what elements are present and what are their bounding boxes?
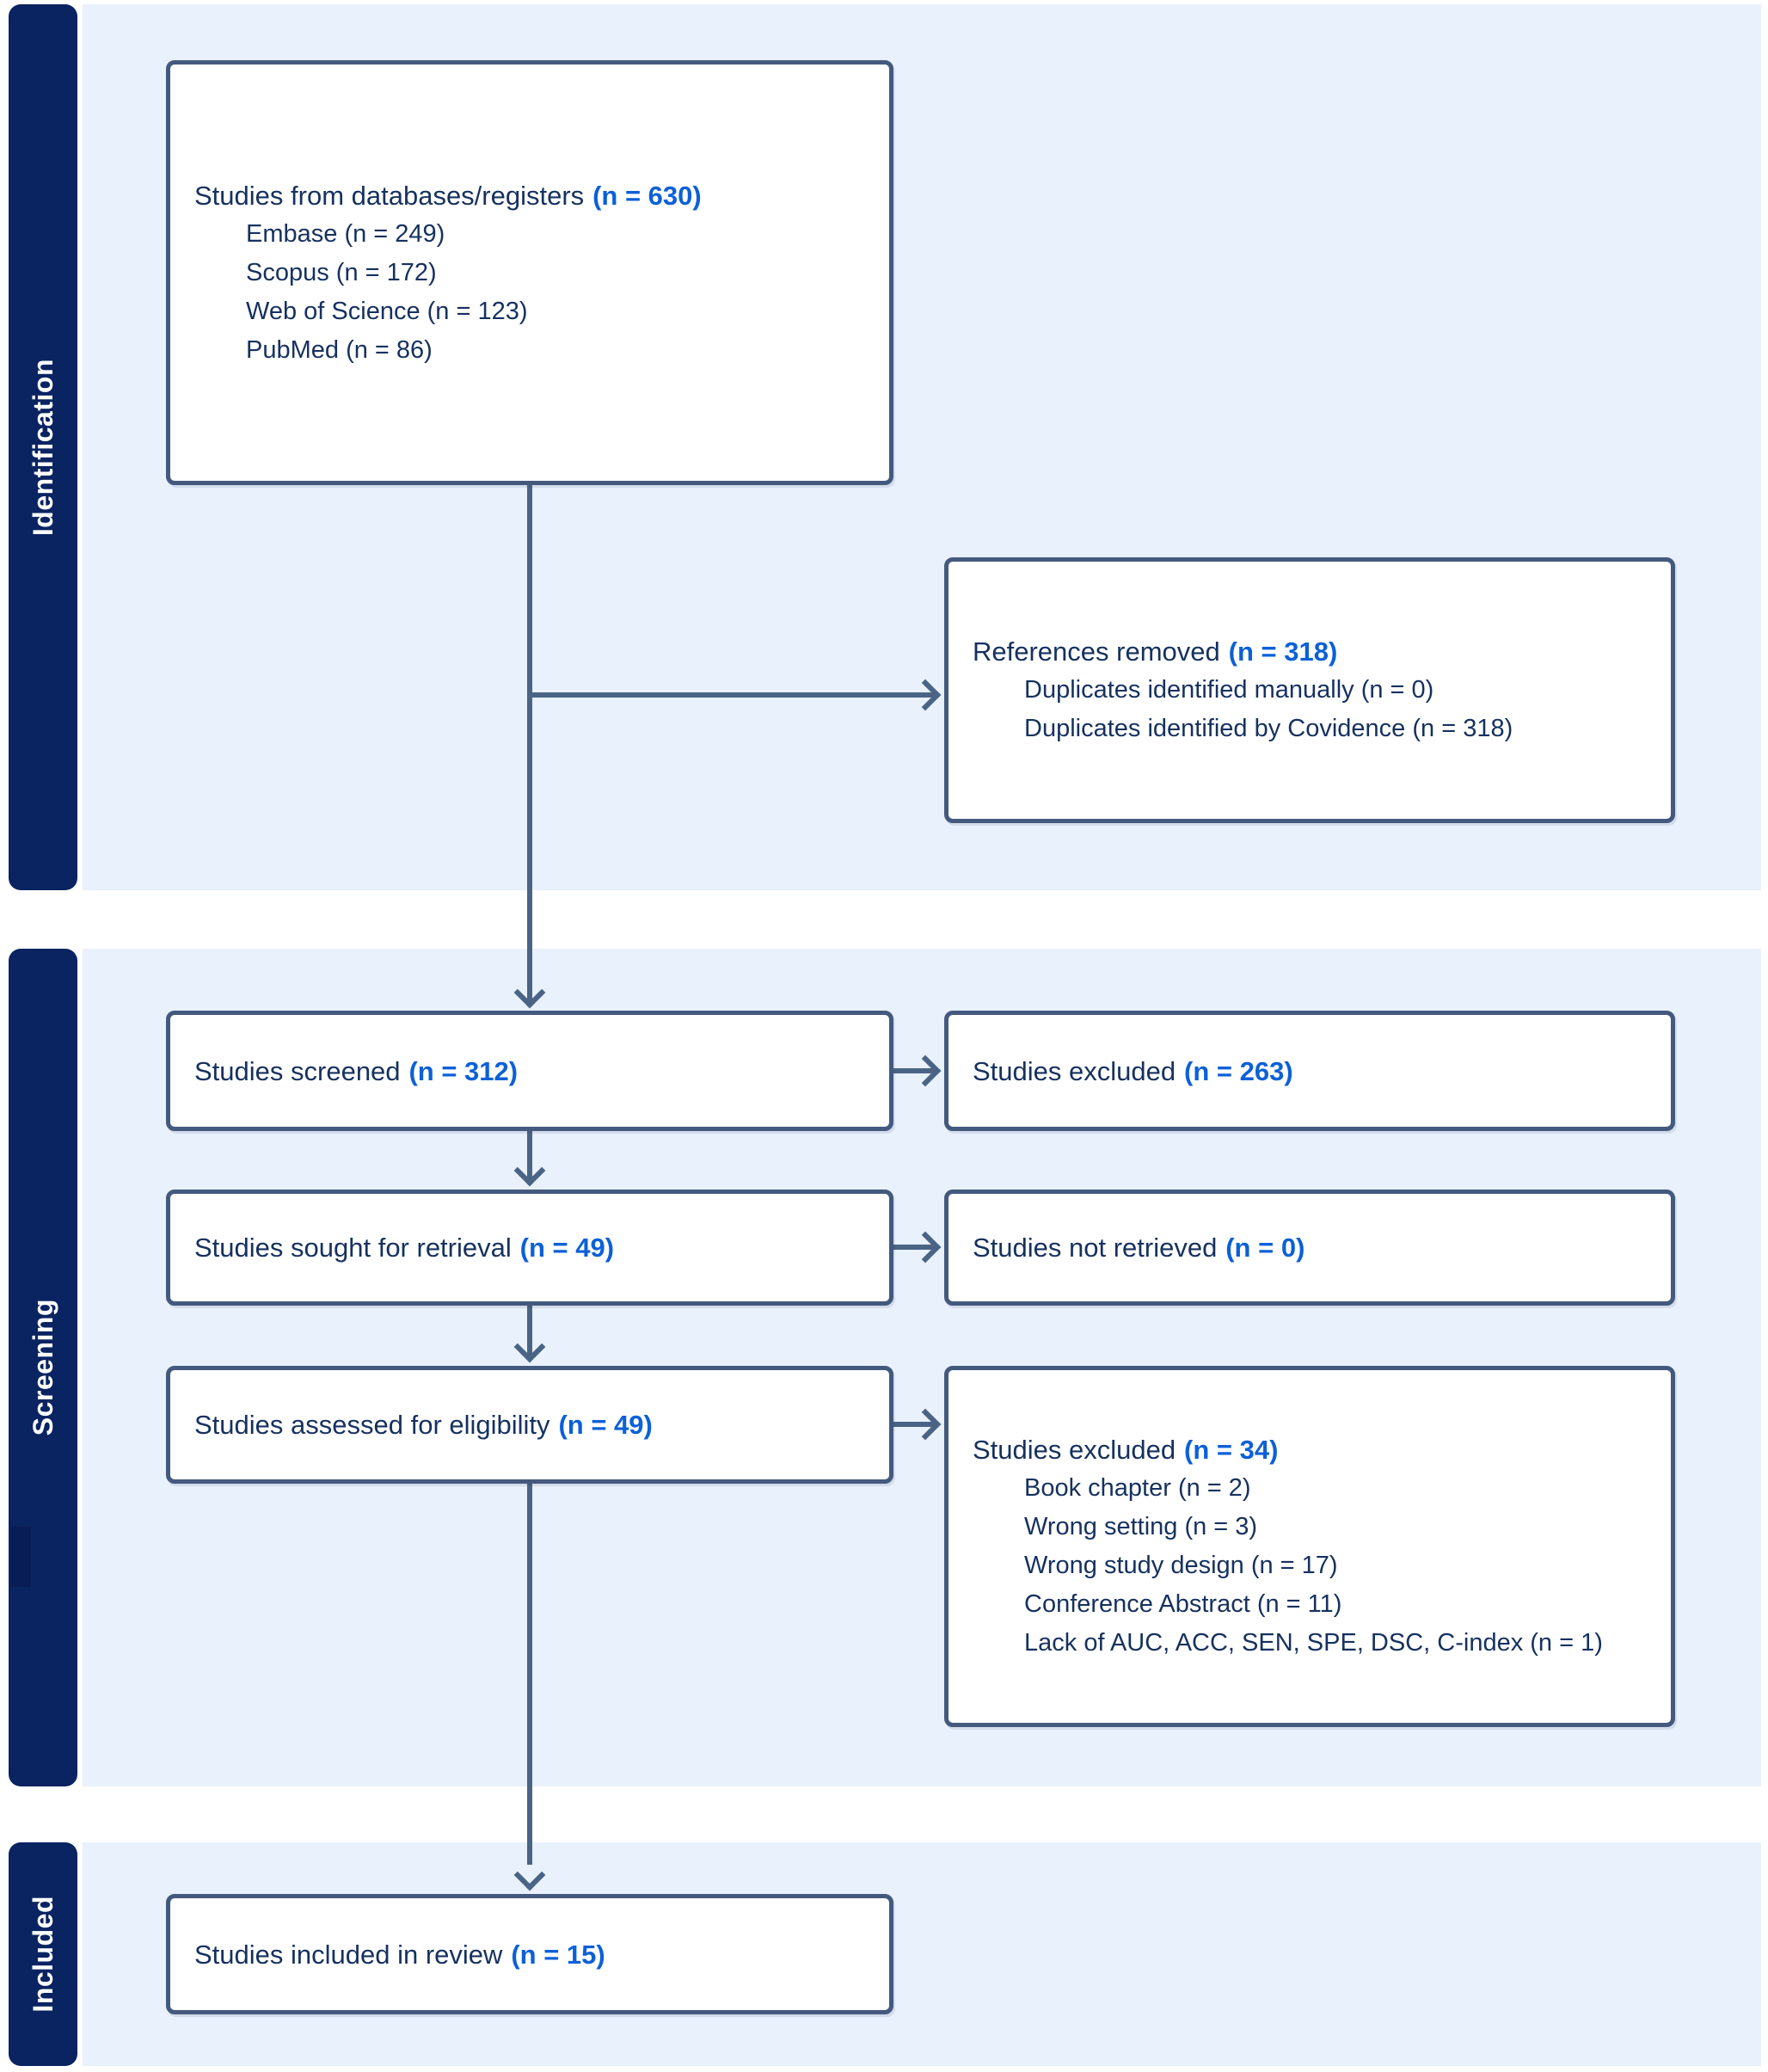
references-removed-box: References removed (n = 318) Duplicates i…	[944, 557, 1675, 823]
references-removed-item-manual: Duplicates identified manually (n = 0)	[1024, 676, 1434, 704]
references-removed-box-count: (n = 318)	[1228, 636, 1338, 667]
studies-not-retrieved-box: Studies not retrieved(n = 0)	[944, 1190, 1675, 1306]
studies-assessed-box: Studies assessed for eligibility (n = 49)	[166, 1366, 893, 1484]
included-stage-label: Included	[27, 1896, 58, 2013]
studies-not-retrieved-box-title: Studies not retrieved(n = 0)	[973, 1228, 1661, 1267]
studies-not-retrieved-box-count: (n = 0)	[1225, 1233, 1305, 1263]
studies-excluded-screening-box-title: Studies excluded (n = 263)	[973, 1052, 1661, 1091]
studies-sought-box: Studies sought for retrieval(n = 49)	[166, 1190, 893, 1306]
studies-included-box-label: Studies included in review	[194, 1939, 503, 1970]
databases-box-count: (n = 630)	[592, 180, 702, 211]
arrow-sought-to-assessed-line	[527, 1306, 532, 1356]
studies-assessed-box-title: Studies assessed for eligibility (n = 49)	[194, 1405, 879, 1444]
studies-sought-box-label: Studies sought for retrieval	[194, 1233, 512, 1263]
studies-excluded-eligibility-box-label: Studies excluded	[973, 1435, 1176, 1465]
studies-excluded-eligibility-box-count: (n = 34)	[1184, 1435, 1279, 1465]
arrow-assessed-to-included-line	[527, 1484, 532, 1865]
references-removed-box-title: References removed (n = 318)	[973, 632, 1661, 671]
studies-excluded-screening-box: Studies excluded (n = 263)	[944, 1011, 1675, 1131]
studies-included-box: Studies included in review (n = 15)	[166, 1894, 893, 2014]
screening-stage-bar: Screening	[9, 949, 77, 1786]
databases-box: Studies from databases/registers(n = 630…	[166, 60, 893, 485]
databases-item-scopus: Scopus (n = 172)	[246, 258, 437, 286]
screening-stage-label: Screening	[27, 1299, 58, 1436]
studies-sought-box-count: (n = 49)	[519, 1233, 615, 1263]
studies-excluded-eligibility-box: Studies excluded (n = 34) Book chapter (n…	[944, 1366, 1675, 1727]
excluded-item-lack-of-metrics: Lack of AUC, ACC, SEN, SPE, DSC, C-index…	[1024, 1629, 1603, 1657]
studies-included-box-title: Studies included in review (n = 15)	[194, 1935, 879, 1974]
arrow-screened-to-excluded-line	[893, 1068, 934, 1073]
arrow-assessed-to-excluded-line	[893, 1422, 934, 1427]
excluded-item-book-chapter: Book chapter (n = 2)	[1024, 1474, 1251, 1502]
studies-assessed-box-label: Studies assessed for eligibility	[194, 1410, 550, 1440]
excluded-item-wrong-setting: Wrong setting (n = 3)	[1024, 1513, 1258, 1540]
databases-item-embase: Embase (n = 249)	[246, 219, 445, 248]
studies-excluded-eligibility-box-title: Studies excluded (n = 34)	[973, 1430, 1661, 1469]
excluded-item-conference-abstract: Conference Abstract (n = 11)	[1024, 1590, 1342, 1618]
arrow-branch-to-references-removed-line	[527, 692, 934, 698]
studies-excluded-screening-box-count: (n = 263)	[1184, 1055, 1293, 1086]
references-removed-box-label: References removed	[973, 636, 1220, 667]
screening-bar-artifact-patch	[10, 1527, 31, 1587]
studies-excluded-screening-box-label: Studies excluded	[973, 1055, 1176, 1086]
studies-screened-box: Studies screened(n = 312)	[166, 1011, 893, 1131]
studies-included-box-count: (n = 15)	[511, 1939, 605, 1970]
identification-stage-bar: Identification	[9, 4, 77, 890]
arrow-databases-to-screened-line	[527, 485, 532, 1002]
studies-not-retrieved-box-label: Studies not retrieved	[973, 1233, 1218, 1263]
included-stage-bar: Included	[9, 1842, 77, 2066]
arrow-screened-to-sought-line	[527, 1131, 532, 1181]
studies-sought-box-title: Studies sought for retrieval(n = 49)	[194, 1228, 879, 1267]
identification-stage-label: Identification	[27, 358, 58, 537]
databases-item-web-of-science: Web of Science (n = 123)	[246, 297, 528, 325]
excluded-item-wrong-study-design: Wrong study design (n = 17)	[1024, 1552, 1338, 1579]
studies-screened-box-title: Studies screened(n = 312)	[194, 1052, 879, 1091]
databases-box-title: Studies from databases/registers(n = 630…	[194, 176, 879, 215]
studies-screened-box-count: (n = 312)	[408, 1055, 519, 1086]
studies-screened-box-label: Studies screened	[194, 1055, 401, 1086]
arrow-sought-to-not-retrieved-line	[893, 1245, 934, 1250]
databases-item-pubmed: PubMed (n = 86)	[246, 335, 433, 364]
databases-box-label: Studies from databases/registers	[194, 180, 585, 211]
references-removed-item-covidence: Duplicates identified by Covidence (n = …	[1024, 715, 1513, 742]
studies-assessed-box-count: (n = 49)	[558, 1410, 653, 1440]
